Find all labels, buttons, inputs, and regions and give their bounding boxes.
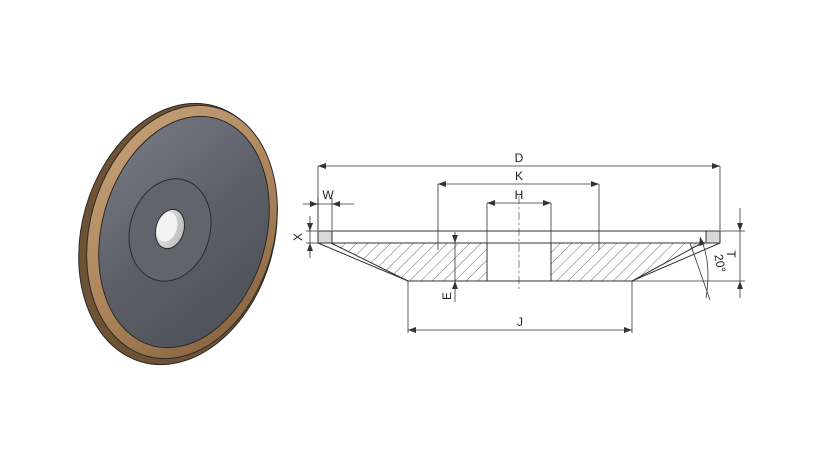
abrasive-segment-right: [705, 230, 721, 244]
section-body-hatched: [330, 242, 488, 282]
section-outline: [317, 242, 721, 282]
label-H: H: [515, 188, 524, 202]
label-J: J: [517, 315, 523, 329]
label-K: K: [515, 169, 523, 183]
label-D: D: [515, 151, 524, 165]
section-body-hatched-right: [550, 242, 703, 282]
dimension-lines: [303, 163, 745, 333]
label-T: T: [724, 250, 738, 258]
wheel-cross-section: [317, 196, 721, 292]
label-E: E: [440, 292, 454, 300]
label-angle: 20°: [711, 253, 728, 274]
dimension-labels: D K H W X T E J 20°: [291, 151, 738, 329]
wheel-bore-inner: [156, 212, 178, 242]
label-W: W: [322, 188, 334, 202]
label-X: X: [291, 233, 305, 241]
wheel-3d-view: [78, 102, 278, 366]
abrasive-segment-left: [317, 230, 333, 244]
